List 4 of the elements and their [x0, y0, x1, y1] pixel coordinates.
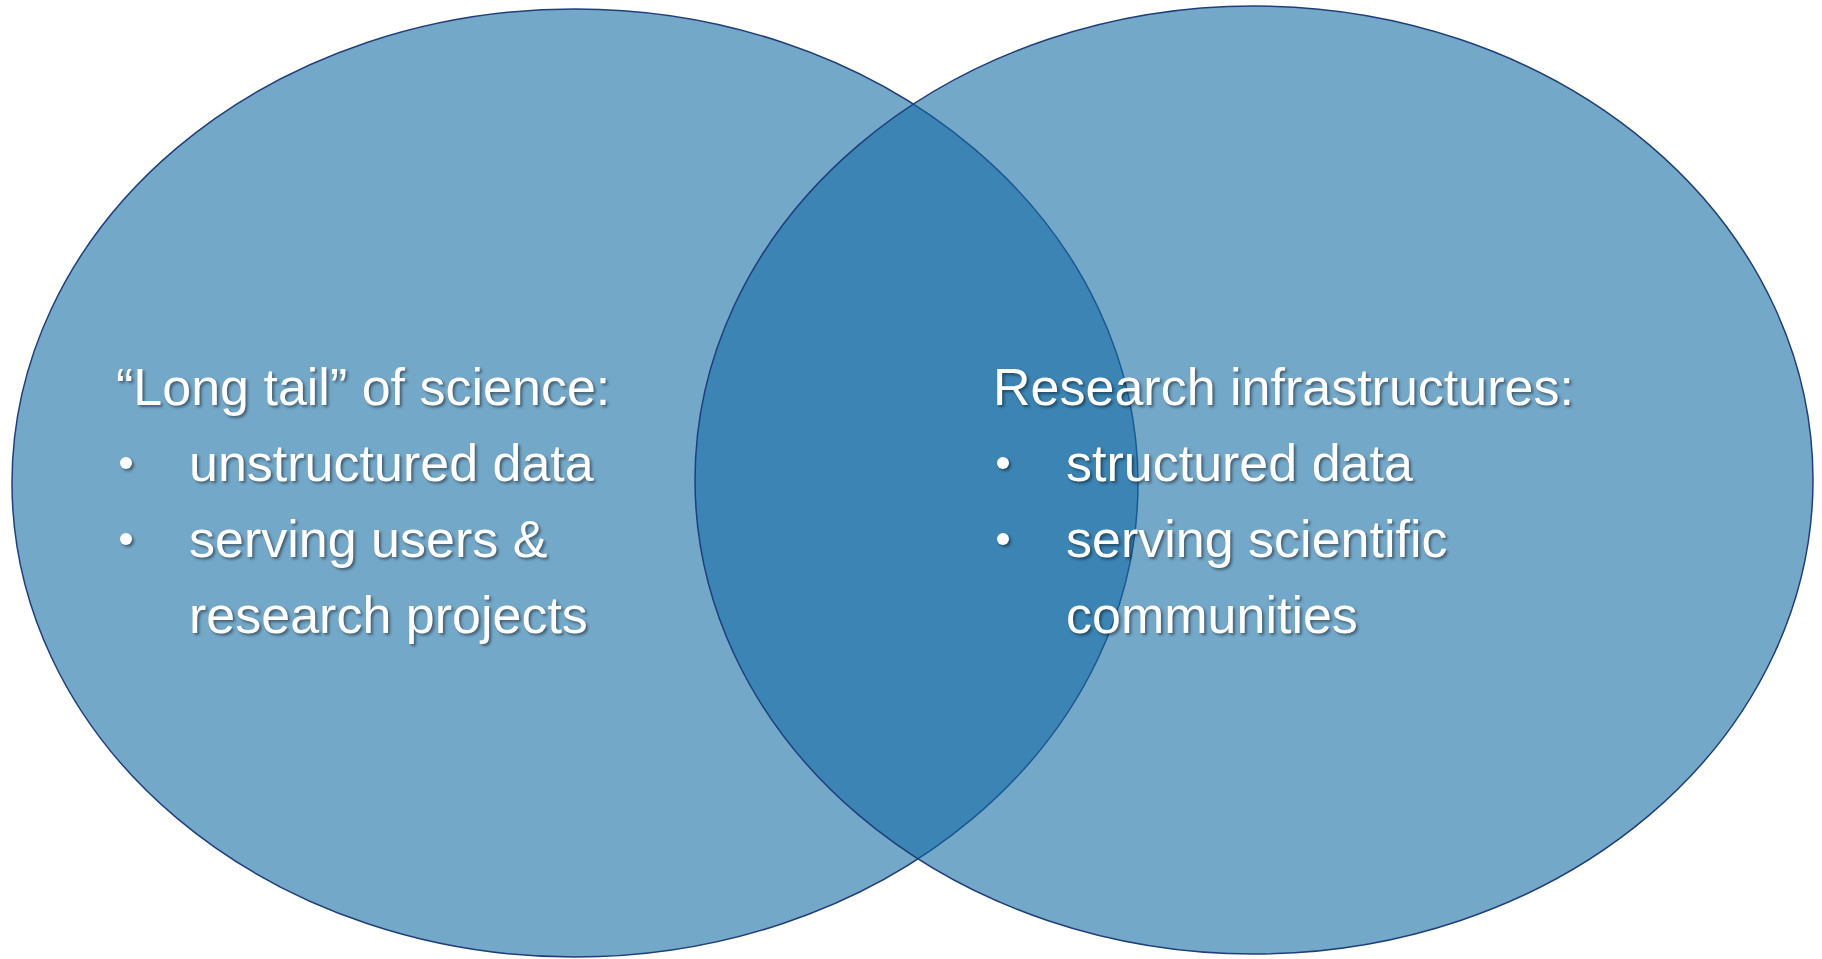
set-heading: “Long tail” of science: [116, 357, 611, 418]
bullet-text: serving users & research projects [189, 509, 589, 646]
set-heading: Research infrastructures: [993, 357, 1574, 418]
bullet-text: unstructured data [189, 433, 594, 494]
